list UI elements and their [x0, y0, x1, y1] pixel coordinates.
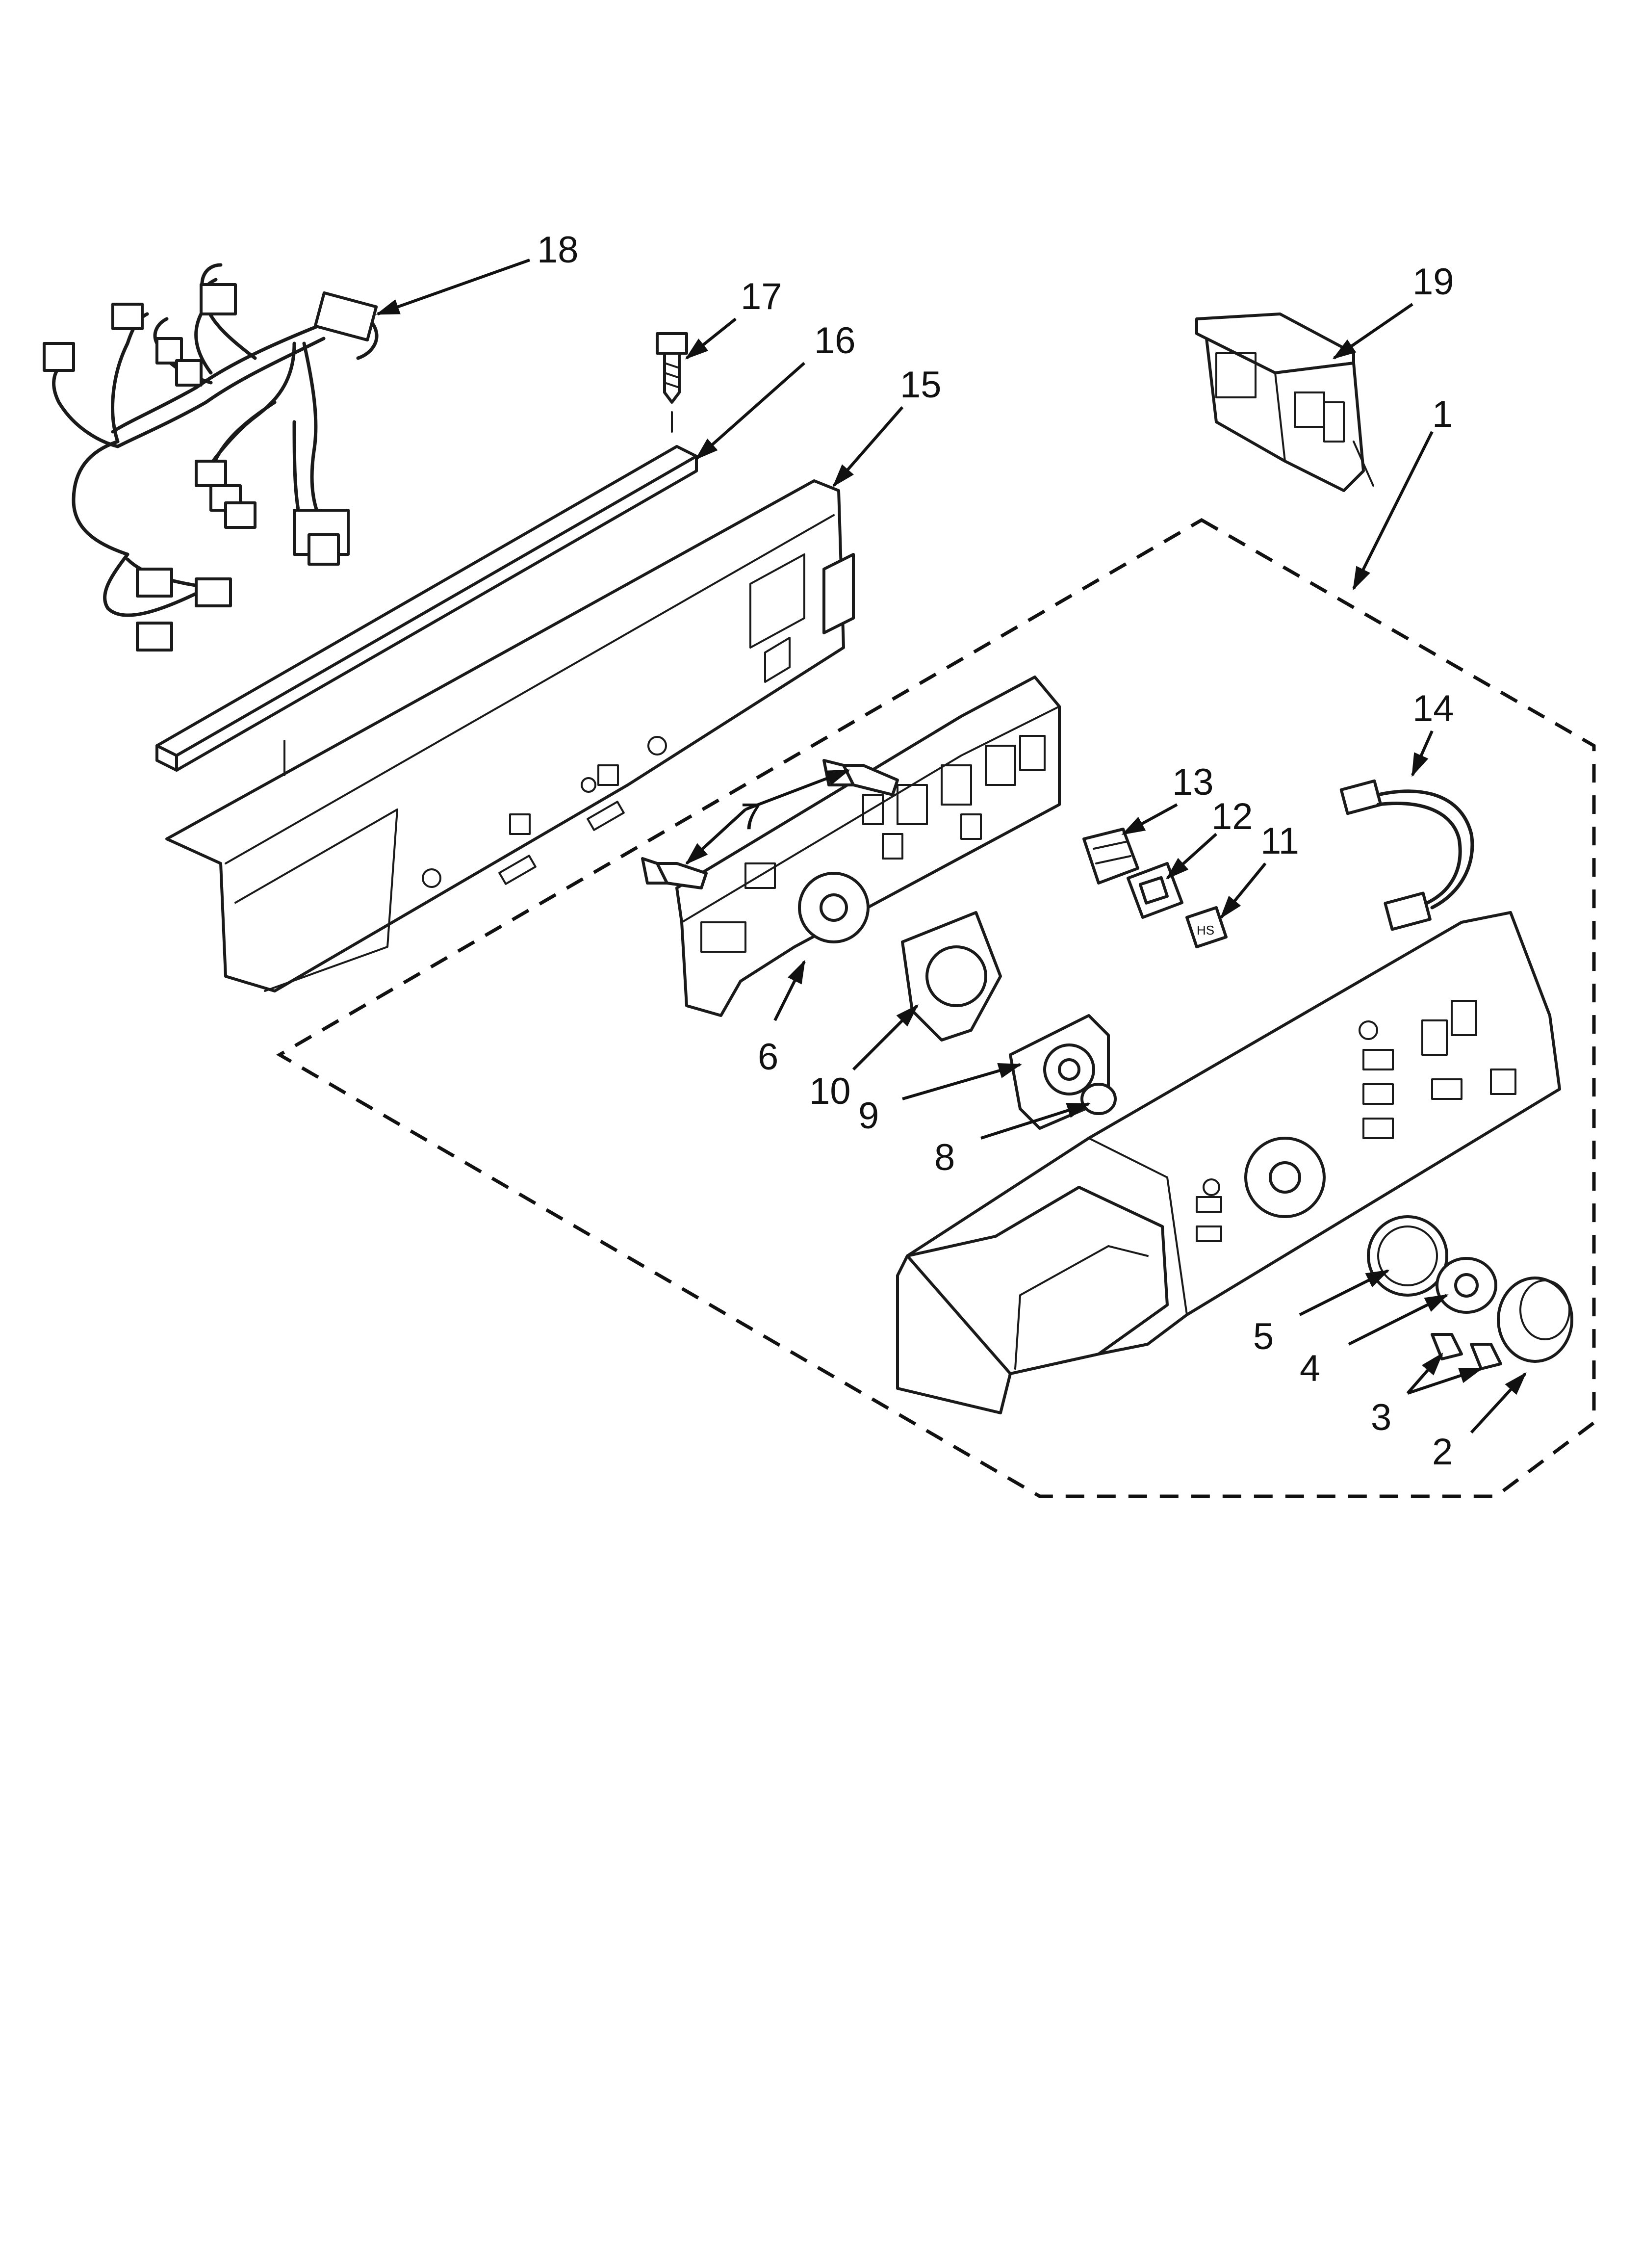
callout-1: 1: [1432, 393, 1453, 435]
hub-4: [1436, 1257, 1497, 1314]
screws-3: [1431, 1333, 1502, 1370]
callout-2: 2: [1432, 1431, 1453, 1473]
callout-3: 3: [1371, 1397, 1391, 1438]
callout-17: 17: [741, 276, 782, 317]
wire-harness: [43, 263, 379, 652]
callout-8: 8: [934, 1137, 955, 1178]
control-board-19: [1195, 313, 1374, 492]
callout-19: 19: [1412, 261, 1454, 303]
callout-7: 7: [741, 796, 761, 837]
button-11-mark: HS: [1197, 923, 1214, 938]
switch-13: [1082, 828, 1139, 885]
cover-10: [901, 911, 1002, 1042]
callout-16: 16: [814, 320, 856, 362]
callout-9: 9: [858, 1095, 879, 1137]
callout-5: 5: [1253, 1316, 1274, 1357]
ring-5: [1367, 1215, 1448, 1297]
callout-6: 6: [758, 1036, 778, 1078]
leader-lines: [376, 259, 1527, 1434]
callout-4: 4: [1300, 1348, 1320, 1389]
callout-10: 10: [809, 1070, 851, 1112]
callout-13: 13: [1172, 761, 1214, 803]
callout-labels: 18 17 16 15 19 1 14 13 12 11 7 6 10 9 8 …: [537, 229, 1454, 1473]
knob-2: [1497, 1277, 1573, 1363]
callout-15: 15: [900, 364, 942, 406]
screw-17: [656, 332, 688, 433]
assembly-boundary: [276, 518, 1596, 1498]
callout-11: 11: [1260, 820, 1299, 862]
disc-8: [1080, 1083, 1117, 1115]
wire-harness-14: [1339, 779, 1474, 931]
ui-housing-6: [675, 676, 1061, 1017]
button-11: HS: [1185, 906, 1228, 948]
callout-14: 14: [1412, 688, 1454, 730]
console-1: [896, 911, 1561, 1414]
callout-12: 12: [1211, 796, 1253, 837]
console-back-panel-15: [165, 479, 855, 992]
bracket-rail-16: [155, 445, 698, 772]
callout-18: 18: [537, 229, 579, 271]
